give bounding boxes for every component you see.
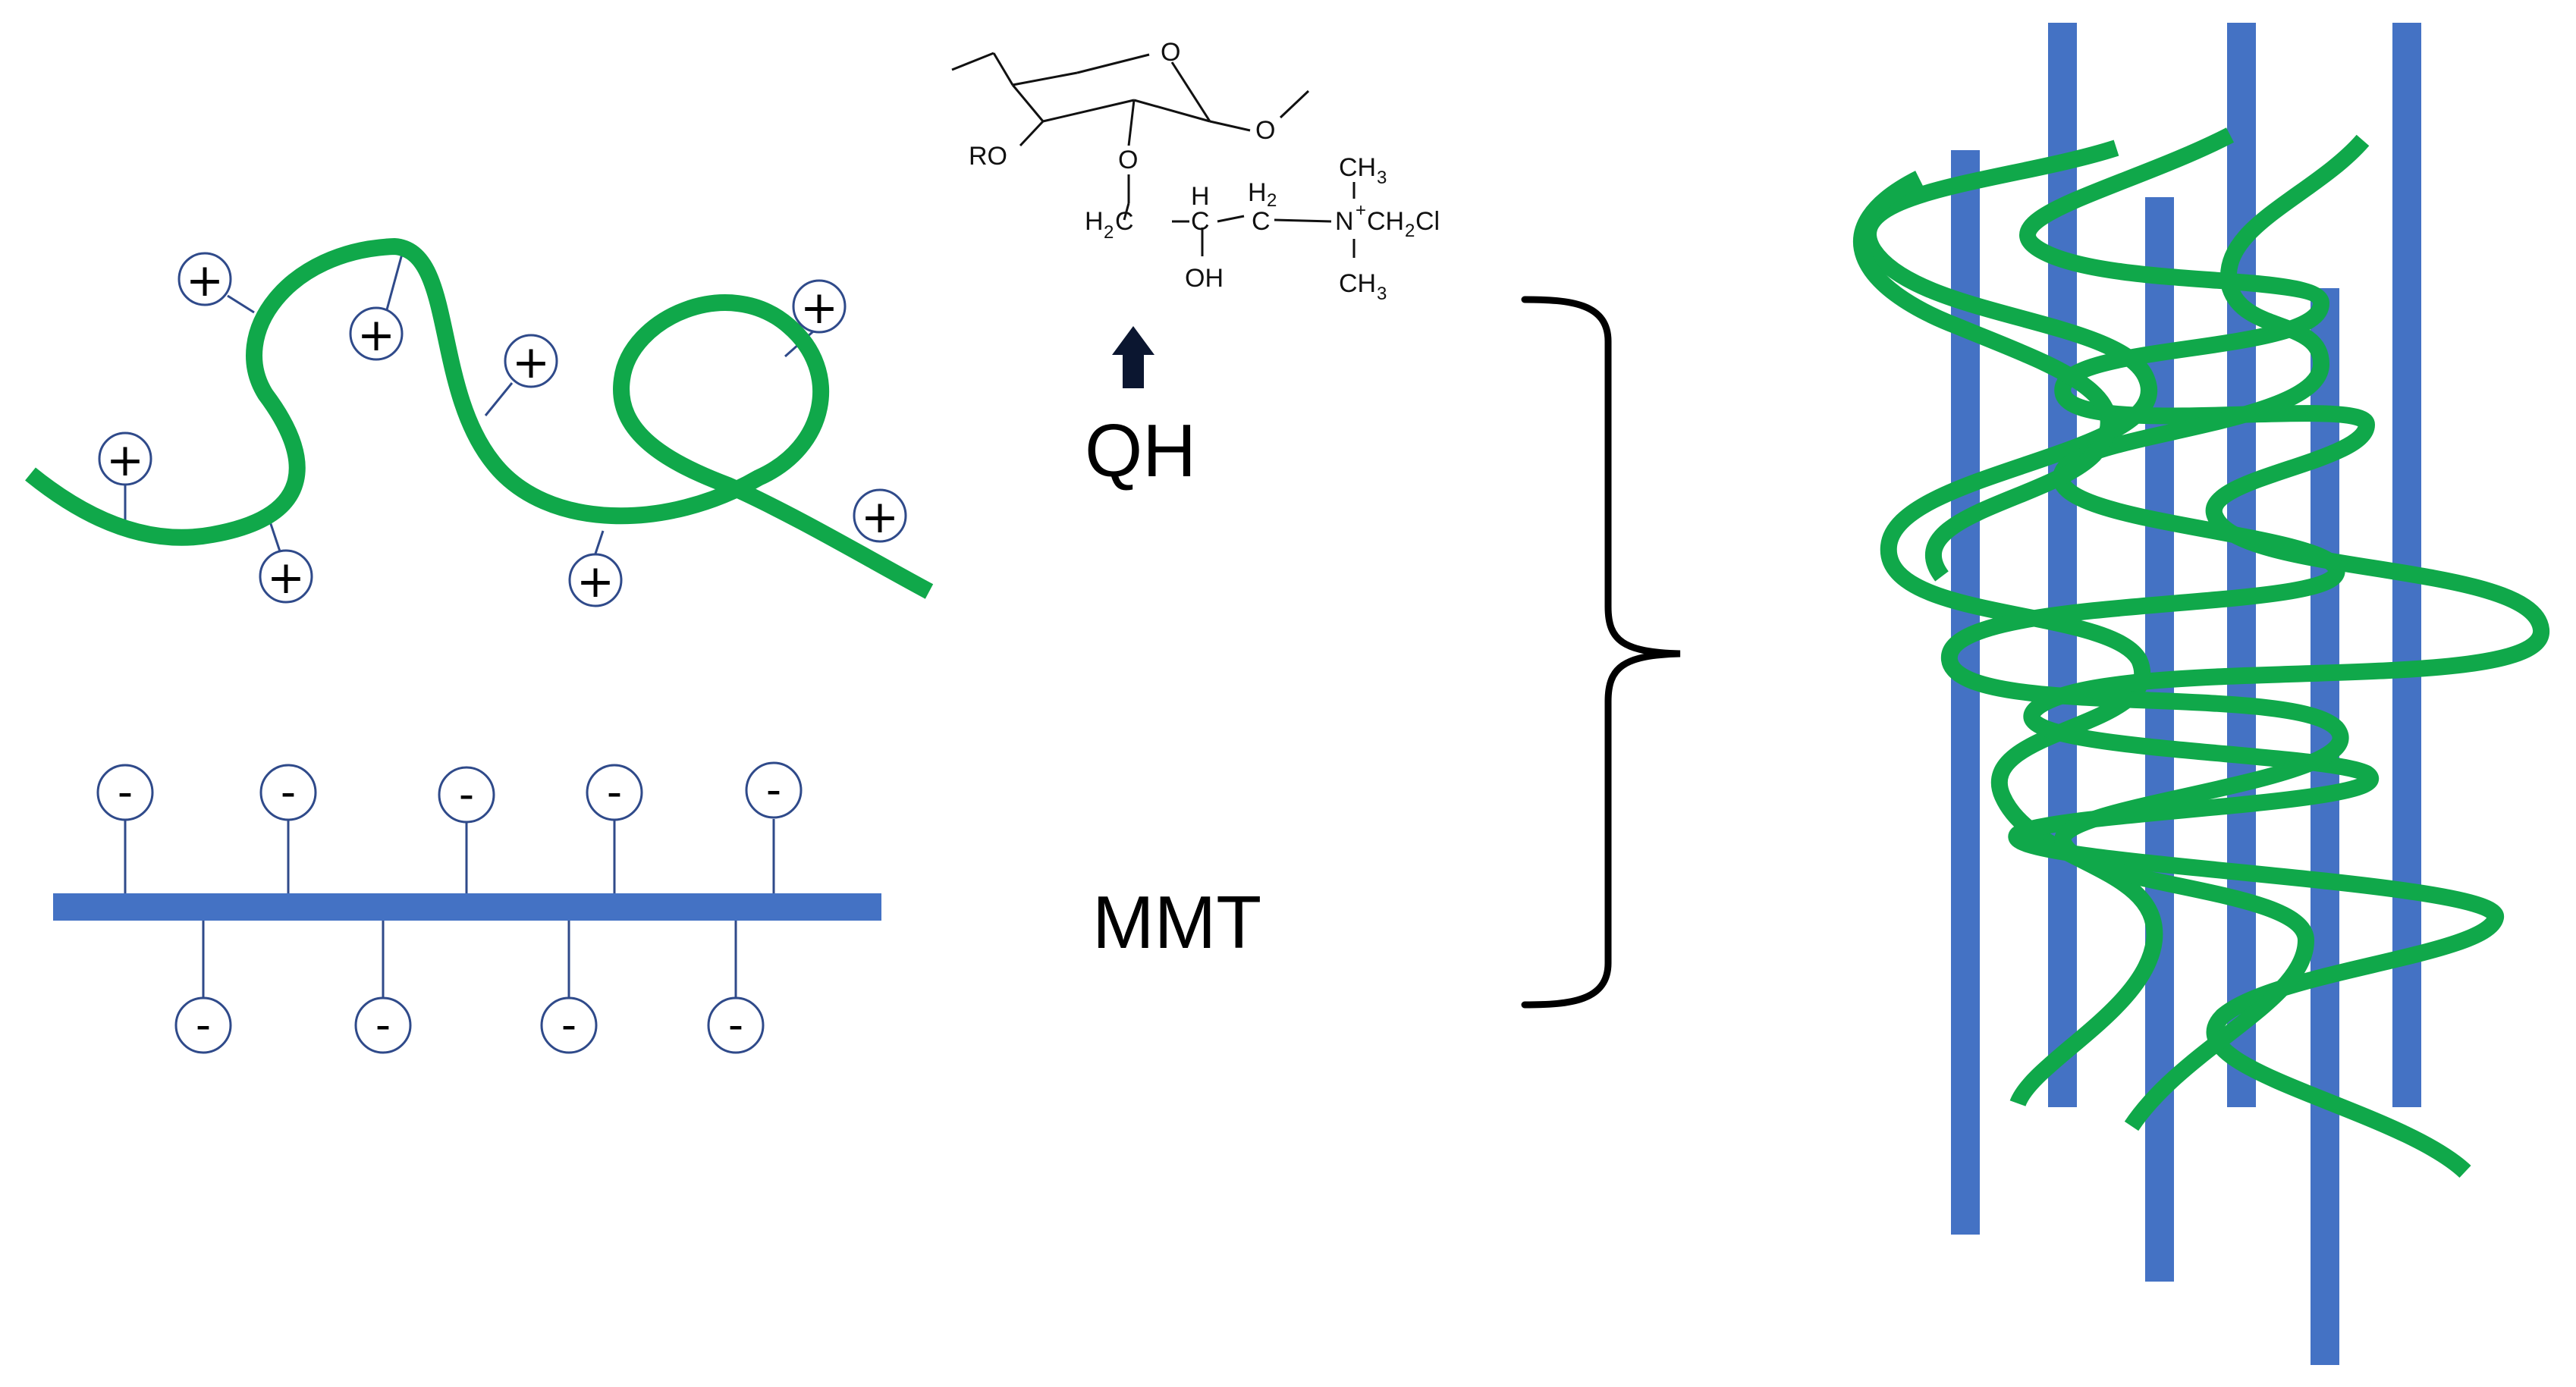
- svg-text:RO: RO: [969, 142, 1007, 171]
- negative-charge: -: [540, 996, 598, 1054]
- positive-charge: +: [853, 488, 907, 544]
- qh-structure: [951, 52, 1356, 258]
- svg-text:-: -: [375, 1001, 391, 1050]
- svg-text:+: +: [106, 434, 144, 487]
- svg-text:-: -: [766, 766, 781, 815]
- svg-text:Cl: Cl: [1415, 207, 1440, 236]
- svg-text:H: H: [1085, 207, 1104, 236]
- negative-charge: -: [354, 996, 412, 1054]
- positive-charge: +: [792, 279, 847, 334]
- svg-text:C: C: [1115, 207, 1134, 236]
- negative-charge: -: [96, 764, 154, 821]
- svg-text:-: -: [196, 1001, 211, 1050]
- negative-charge: -: [174, 996, 232, 1054]
- svg-text:2: 2: [1104, 222, 1114, 243]
- svg-text:C: C: [1191, 207, 1210, 236]
- svg-text:+: +: [800, 281, 838, 334]
- svg-text:H: H: [1191, 182, 1210, 211]
- right-brace-icon: [1521, 296, 1681, 1009]
- negative-charge-stems: [124, 819, 775, 1001]
- svg-text:-: -: [607, 768, 622, 817]
- mmt-label: MMT: [1092, 880, 1261, 964]
- svg-text:3: 3: [1377, 284, 1387, 304]
- svg-text:2: 2: [1267, 190, 1277, 211]
- negative-charge: -: [438, 766, 495, 824]
- svg-text:C: C: [1252, 207, 1271, 236]
- positive-charge: +: [568, 553, 623, 608]
- svg-text:+: +: [267, 551, 305, 604]
- nanocomposite: [1853, 23, 2549, 1365]
- svg-text:O: O: [1255, 116, 1275, 145]
- intercalated-chain: [1941, 134, 2370, 1131]
- positive-charge: +: [177, 252, 232, 307]
- svg-text:+: +: [186, 254, 224, 307]
- clay-layer: - - - - - - -: [53, 761, 881, 1054]
- svg-text:+: +: [861, 491, 899, 544]
- svg-text:+: +: [1356, 200, 1366, 221]
- positive-charge: +: [98, 431, 152, 487]
- svg-text:-: -: [561, 1001, 576, 1050]
- positive-charge: +: [349, 306, 404, 362]
- svg-text:-: -: [281, 768, 296, 817]
- svg-text:O: O: [1118, 146, 1138, 174]
- positive-charge: +: [504, 334, 558, 389]
- clay-sheet: [53, 893, 881, 921]
- qh-structure-labels: O O RO O H 2 C H C OH H 2 C CH 3 N + CH …: [969, 38, 1440, 304]
- svg-text:-: -: [459, 770, 474, 820]
- clay-platelet: [2227, 23, 2256, 1107]
- up-arrow-icon: [1112, 326, 1154, 388]
- qh-label: QH: [1085, 409, 1196, 492]
- positive-charges: + + + + + + +: [98, 252, 907, 608]
- negative-charge: -: [707, 996, 765, 1054]
- svg-text:-: -: [118, 768, 133, 817]
- negative-charge: -: [745, 761, 803, 819]
- svg-text:CH: CH: [1339, 153, 1376, 182]
- svg-text:+: +: [576, 555, 614, 608]
- intercalated-chain: [1853, 171, 2117, 582]
- clay-platelet: [2048, 23, 2077, 1107]
- svg-text:N: N: [1335, 207, 1354, 236]
- svg-text:2: 2: [1405, 221, 1415, 241]
- intercalated-chains: [1853, 127, 2549, 1178]
- svg-text:H: H: [1248, 178, 1267, 207]
- cationic-polymer: + + + + + + +: [25, 238, 934, 608]
- negative-charge: -: [586, 764, 643, 821]
- svg-text:+: +: [512, 336, 550, 389]
- intercalated-chain: [2008, 127, 2549, 1178]
- negative-charges: - - - - - - -: [96, 761, 803, 1054]
- svg-text:O: O: [1161, 38, 1180, 67]
- svg-text:+: +: [357, 309, 395, 362]
- svg-text:3: 3: [1377, 168, 1387, 188]
- negative-charge: -: [259, 764, 317, 821]
- svg-text:OH: OH: [1185, 264, 1224, 293]
- svg-text:CH: CH: [1339, 269, 1376, 298]
- svg-text:CH: CH: [1367, 207, 1404, 236]
- intercalated-chain: [1860, 140, 2163, 1107]
- polymer-chain: [25, 238, 934, 599]
- positive-charge: +: [259, 549, 313, 604]
- svg-text:-: -: [728, 1001, 743, 1050]
